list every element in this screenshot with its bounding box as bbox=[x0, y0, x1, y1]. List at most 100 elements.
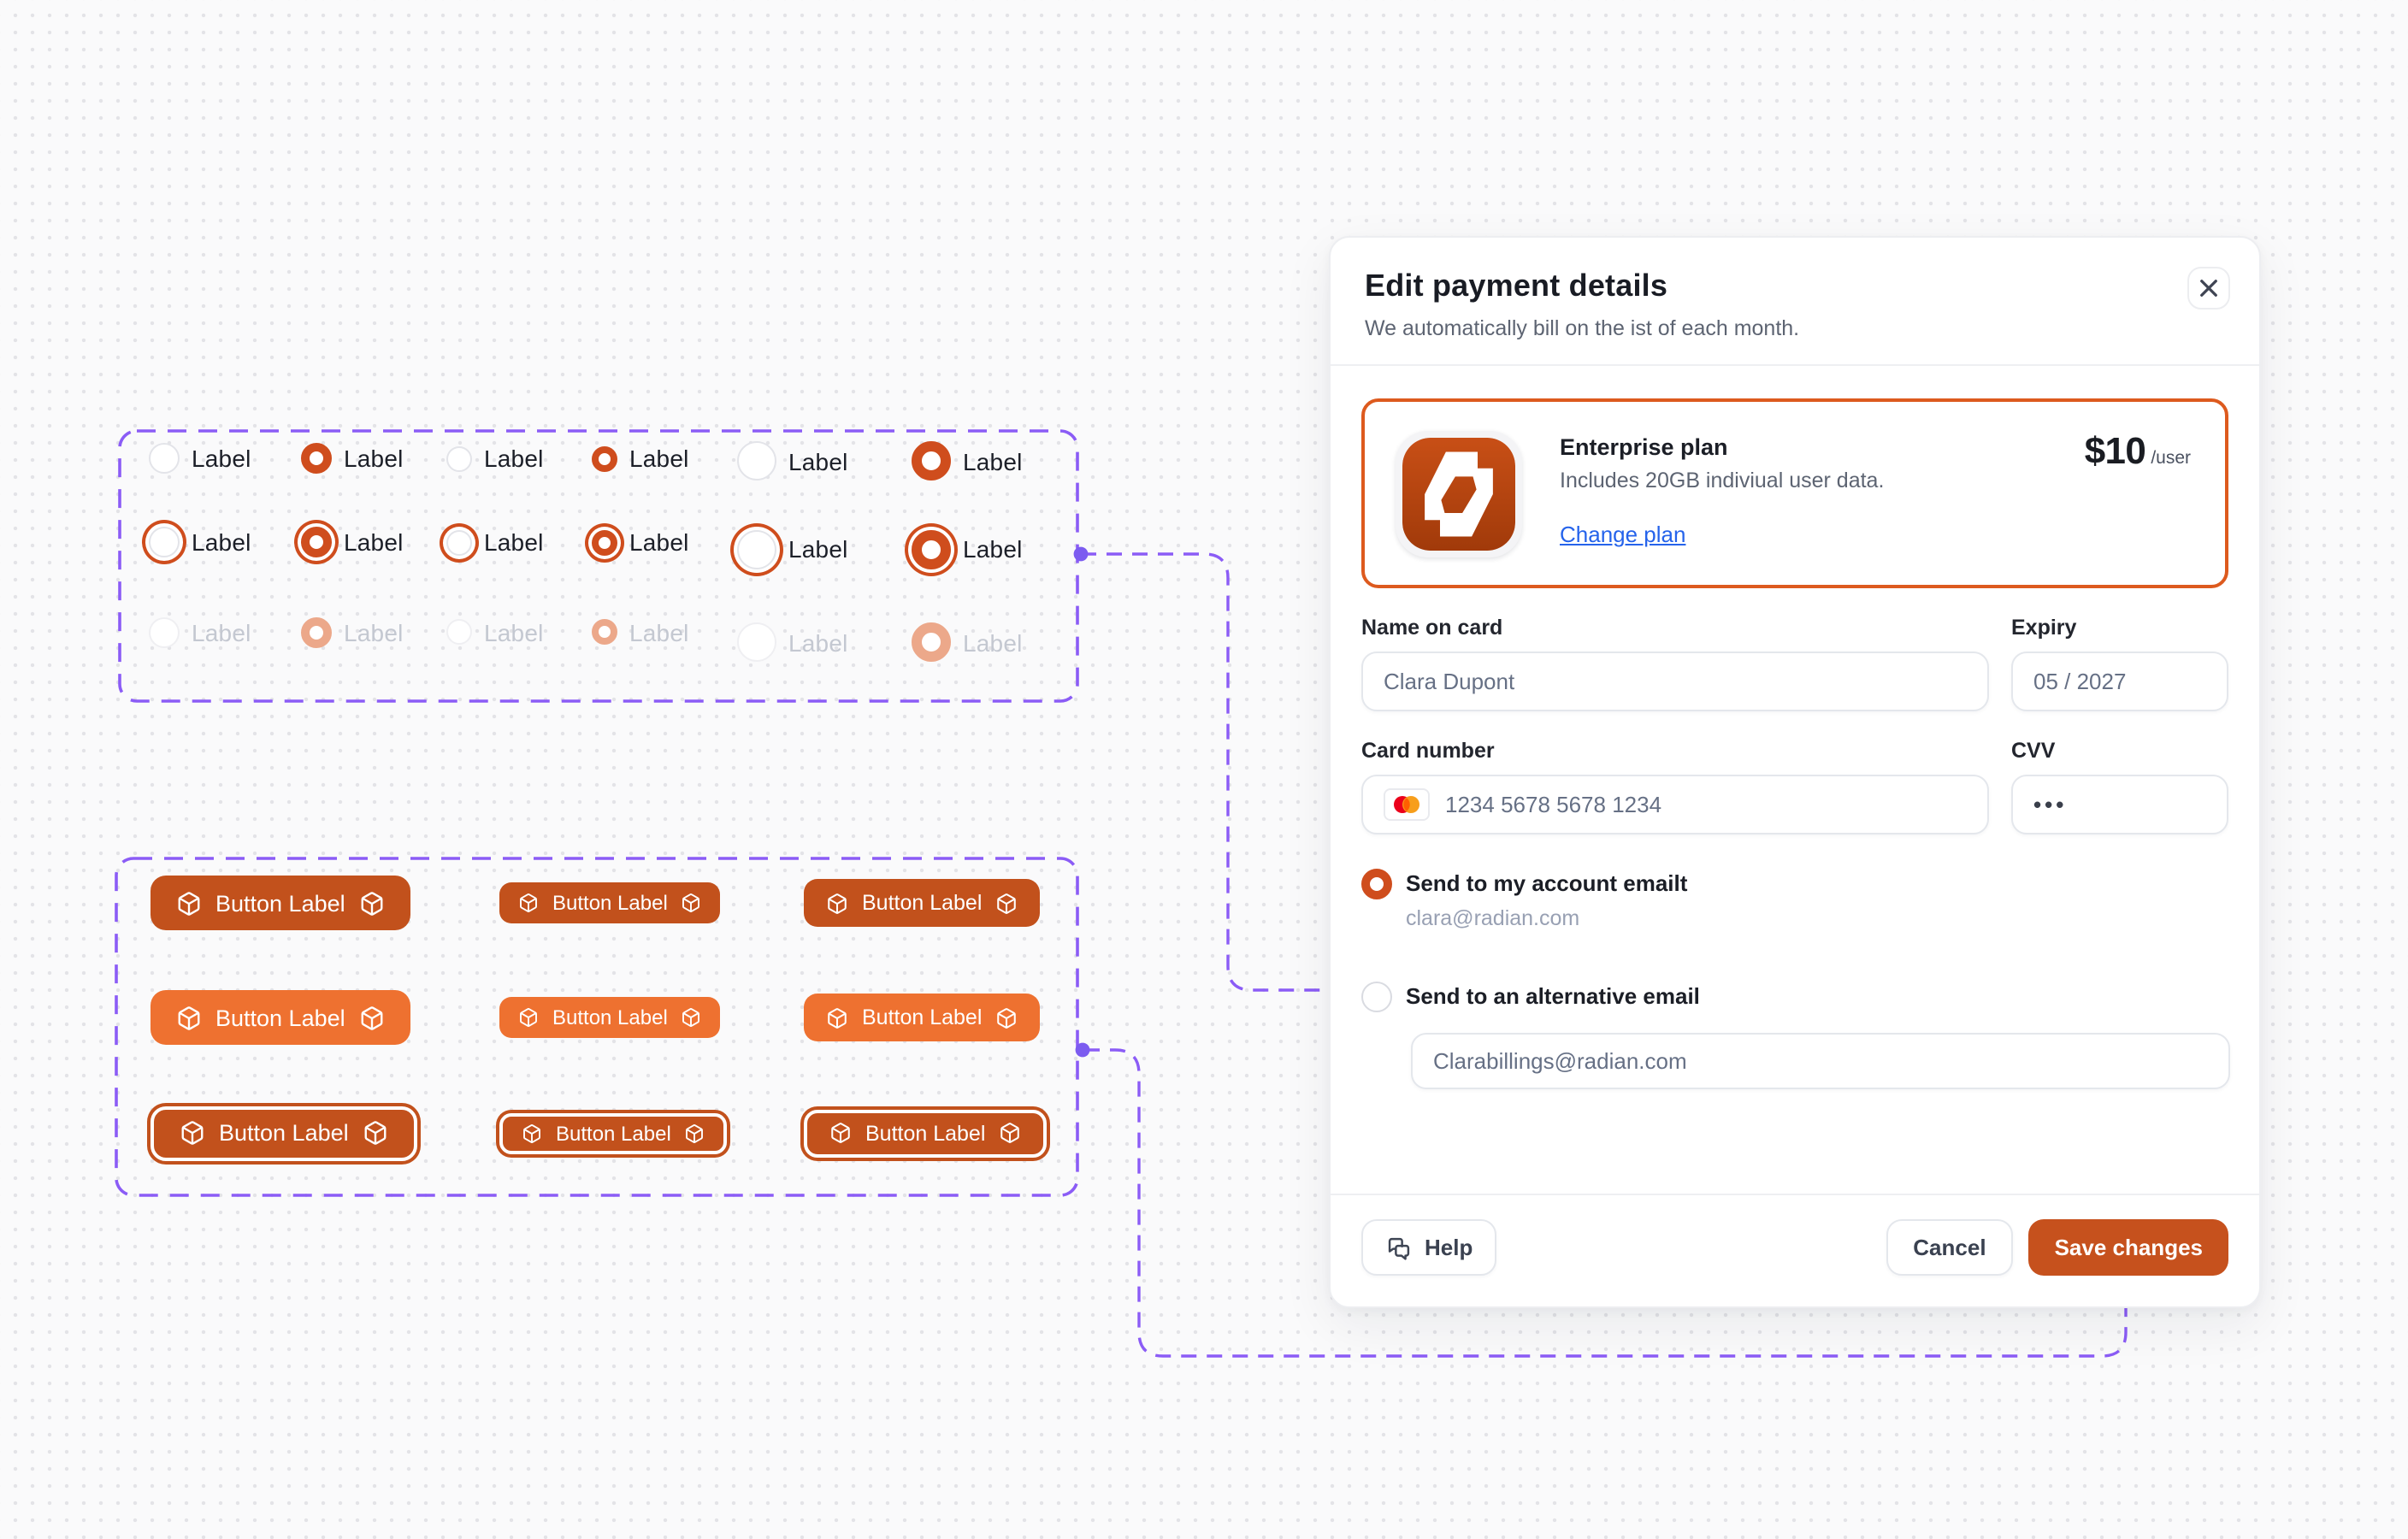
radio-label: Label bbox=[788, 535, 848, 563]
button-label: Button Label bbox=[556, 1121, 671, 1145]
expiry-input[interactable]: 05 / 2027 bbox=[2011, 652, 2228, 711]
box-icon bbox=[520, 893, 537, 912]
name-on-card-input[interactable]: Clara Dupont bbox=[1361, 652, 1989, 711]
radio-lg-selected-disabled: Label bbox=[912, 622, 1077, 662]
radio-circle bbox=[912, 622, 951, 662]
radio-xs-selected[interactable]: Label bbox=[592, 445, 737, 472]
radio-label: Label bbox=[192, 528, 251, 556]
save-changes-button[interactable]: Save changes bbox=[2028, 1219, 2228, 1276]
radio-circle[interactable] bbox=[149, 527, 180, 557]
radio-xs-unselected-focus[interactable]: Label bbox=[446, 528, 592, 556]
radio-lg-unselected[interactable]: Label bbox=[737, 441, 912, 481]
box-icon bbox=[686, 1123, 704, 1142]
radio-lg-selected-focus[interactable]: Label bbox=[912, 529, 1077, 569]
button-md-hover[interactable]: Button Label bbox=[804, 994, 1041, 1041]
option-account-email[interactable]: Send to my account emailt clara@radian.c… bbox=[1361, 869, 2228, 930]
radio-circle[interactable] bbox=[912, 529, 951, 569]
expiry-label: Expiry bbox=[2011, 616, 2077, 640]
button-component-sheet: Button Label Button Label Button Label B… bbox=[116, 858, 1077, 1195]
button-sm-default[interactable]: Button Label bbox=[499, 882, 721, 923]
change-plan-link[interactable]: Change plan bbox=[1560, 522, 1686, 547]
account-email-address: clara@radian.com bbox=[1406, 906, 1580, 930]
button-label: Button Label bbox=[862, 1005, 983, 1029]
box-icon bbox=[831, 1123, 850, 1143]
box-icon bbox=[997, 893, 1017, 913]
radio-label: Label bbox=[484, 528, 544, 556]
box-icon bbox=[520, 1008, 537, 1027]
box-icon bbox=[361, 891, 383, 915]
radio-sm-unselected-focus[interactable]: Label bbox=[149, 527, 301, 557]
alternative-email-radio[interactable] bbox=[1361, 982, 1392, 1012]
button-lg-focus[interactable]: Button Label bbox=[150, 1106, 417, 1160]
radio-circle[interactable] bbox=[149, 443, 180, 474]
card-number-input[interactable]: 1234 5678 5678 1234 bbox=[1361, 775, 1989, 834]
name-on-card-group: Name on card Clara Dupont bbox=[1361, 616, 1989, 711]
modal-header: Edit payment details We automatically bi… bbox=[1331, 238, 2259, 366]
radio-label: Label bbox=[963, 535, 1023, 563]
button-label: Button Label bbox=[219, 1120, 349, 1146]
radio-circle[interactable] bbox=[737, 441, 776, 481]
box-icon bbox=[364, 1121, 387, 1145]
radio-sm-selected[interactable]: Label bbox=[301, 443, 446, 474]
radio-lg-unselected-focus[interactable]: Label bbox=[737, 529, 912, 569]
button-label: Button Label bbox=[215, 890, 345, 916]
alternative-email-label: Send to an alternative email bbox=[1406, 983, 1700, 1009]
radio-label: Label bbox=[788, 628, 848, 656]
radio-sm-selected-focus[interactable]: Label bbox=[301, 527, 446, 557]
button-lg-hover[interactable]: Button Label bbox=[150, 990, 410, 1045]
plan-card: Enterprise plan Includes 20GB indiviual … bbox=[1361, 398, 2228, 588]
box-icon bbox=[682, 1008, 700, 1027]
button-label: Button Label bbox=[552, 891, 668, 915]
card-number-label: Card number bbox=[1361, 739, 1495, 763]
button-md-focus[interactable]: Button Label bbox=[804, 1109, 1048, 1157]
radio-circle[interactable] bbox=[301, 527, 332, 557]
radio-circle[interactable] bbox=[592, 445, 617, 471]
option-alternative-email[interactable]: Send to an alternative email bbox=[1361, 982, 2228, 1012]
cancel-button[interactable]: Cancel bbox=[1886, 1219, 2014, 1276]
radian-logo-icon bbox=[1402, 438, 1515, 551]
button-lg-default[interactable]: Button Label bbox=[150, 876, 410, 930]
radio-circle[interactable] bbox=[737, 529, 776, 569]
button-label: Button Label bbox=[862, 891, 983, 915]
expiry-value: 05 / 2027 bbox=[2033, 669, 2127, 694]
box-icon bbox=[523, 1123, 540, 1142]
plan-price: $10 /user bbox=[2085, 429, 2191, 474]
radio-sm-selected-disabled: Label bbox=[301, 616, 446, 647]
box-icon bbox=[361, 1005, 383, 1029]
radio-xs-unselected-disabled: Label bbox=[446, 618, 592, 646]
radio-label: Label bbox=[344, 528, 404, 556]
help-button[interactable]: Help bbox=[1361, 1219, 1497, 1276]
account-email-radio[interactable] bbox=[1361, 869, 1392, 899]
close-button[interactable] bbox=[2187, 267, 2230, 310]
button-sm-focus[interactable]: Button Label bbox=[499, 1112, 728, 1153]
cancel-label: Cancel bbox=[1913, 1235, 1986, 1260]
save-label: Save changes bbox=[2054, 1235, 2203, 1260]
radio-circle bbox=[446, 619, 472, 645]
radio-sm-unselected[interactable]: Label bbox=[149, 443, 301, 474]
radio-circle[interactable] bbox=[446, 445, 472, 471]
radio-row-focus: Label Label Label Label Label Label bbox=[120, 515, 1077, 569]
button-row-focus: Button Label Button Label Button Label bbox=[116, 1094, 1077, 1171]
radio-xs-unselected[interactable]: Label bbox=[446, 445, 592, 472]
box-icon bbox=[997, 1007, 1017, 1028]
radio-xs-selected-disabled: Label bbox=[592, 618, 737, 646]
radio-circle[interactable] bbox=[912, 441, 951, 481]
cvv-input[interactable]: ••• bbox=[2011, 775, 2228, 834]
box-icon bbox=[828, 1007, 847, 1028]
radio-label: Label bbox=[629, 528, 689, 556]
plan-description: Includes 20GB indiviual user data. bbox=[1560, 469, 1885, 492]
card-number-value: 1234 5678 5678 1234 bbox=[1445, 792, 1662, 817]
radio-xs-selected-focus[interactable]: Label bbox=[592, 528, 737, 556]
card-number-group: Card number 1234 5678 5678 1234 bbox=[1361, 739, 1989, 834]
radio-sm-unselected-disabled: Label bbox=[149, 616, 301, 647]
price-per-unit: /user bbox=[2151, 448, 2191, 469]
radio-circle[interactable] bbox=[301, 443, 332, 474]
radio-lg-selected[interactable]: Label bbox=[912, 441, 1077, 481]
button-sm-hover[interactable]: Button Label bbox=[499, 997, 721, 1038]
alternative-email-input[interactable]: Clarabillings@radian.com bbox=[1411, 1033, 2230, 1089]
button-md-default[interactable]: Button Label bbox=[804, 879, 1041, 927]
radio-circle[interactable] bbox=[592, 529, 617, 555]
radio-circle[interactable] bbox=[446, 529, 472, 555]
spacer bbox=[1361, 930, 2228, 975]
button-row-hover: Button Label Button Label Button Label bbox=[116, 990, 1077, 1045]
